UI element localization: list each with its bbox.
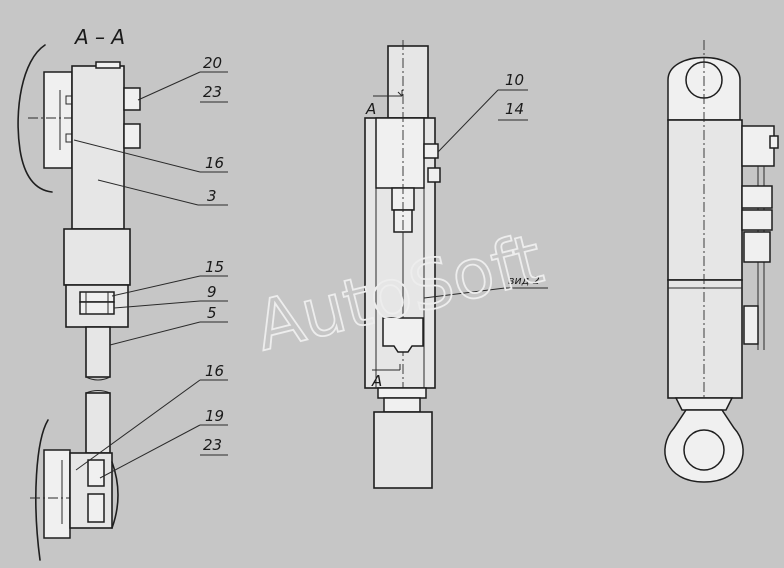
upper-bracket-plate — [43, 71, 73, 169]
top-cap-left — [95, 61, 121, 69]
leader-16-lower — [75, 379, 201, 471]
note-label: вид 2 — [508, 274, 540, 287]
callout-23-lower: 23 — [203, 436, 222, 454]
leader-15 — [111, 275, 201, 297]
leader-3 — [97, 179, 199, 206]
leader-16-upper — [73, 139, 201, 173]
seal-ring-9 — [79, 301, 115, 315]
callout-9: 9 — [207, 283, 217, 301]
callout-3: 3 — [207, 187, 217, 205]
valve-block-middle — [375, 117, 425, 189]
callout-23-upper: 23 — [203, 83, 222, 101]
side-view — [664, 40, 779, 483]
gland-cap-middle — [377, 387, 427, 399]
section-a-a-view: A – A — [17, 25, 228, 561]
pipe-clamp-right — [743, 305, 759, 345]
pipe-fitting-lower-right — [743, 231, 771, 263]
section-title: A – A — [73, 25, 125, 49]
lower-fitting-19 — [87, 459, 105, 487]
leader-10 — [437, 89, 499, 153]
callout-16-upper: 16 — [205, 154, 224, 172]
rod-housing-right — [667, 279, 743, 399]
gland-ring-middle — [383, 397, 421, 413]
top-rod-middle — [387, 45, 429, 119]
cylinder-body-left — [71, 65, 125, 230]
callout-20: 20 — [203, 54, 222, 72]
front-view: A A 10 14 вид 2 — [364, 40, 548, 489]
pipe-fitting-mid-right — [741, 209, 773, 231]
callout-15: 15 — [205, 258, 224, 276]
cylinder-body-right — [667, 119, 743, 281]
leader-note — [423, 287, 506, 299]
lower-bracket-plate — [43, 449, 71, 539]
lower-bracket-arc — [35, 419, 49, 561]
lower-eye-curve — [111, 461, 119, 529]
upper-bracket-arc — [17, 44, 53, 193]
callout-14: 14 — [505, 100, 524, 118]
leader-20 — [137, 71, 201, 101]
seal-ring-15 — [79, 291, 115, 303]
fitting-10 — [423, 143, 439, 159]
bottom-neck-right — [674, 397, 734, 411]
valve-cap-right — [769, 135, 779, 149]
fitting-upper-left — [123, 87, 141, 111]
valve-block-right — [741, 125, 775, 167]
pipe-fitting-upper-right — [741, 185, 773, 209]
bottom-eye-hole — [683, 429, 725, 471]
piston-rod-lower — [85, 392, 111, 454]
leader-5 — [109, 321, 201, 346]
lower-fitting-b — [87, 493, 105, 523]
callout-19: 19 — [205, 407, 224, 425]
callout-10: 10 — [505, 71, 524, 89]
rod-end-middle — [373, 411, 433, 489]
section-mark-upper: A — [365, 100, 376, 118]
callout-5: 5 — [207, 304, 217, 322]
section-mark-lower: A — [371, 372, 382, 390]
rod-break-upper — [85, 376, 111, 381]
gland-nut-left — [63, 228, 131, 286]
callout-16-lower: 16 — [205, 362, 224, 380]
fitting-lower-left — [123, 123, 141, 149]
leader-19 — [99, 424, 201, 479]
leader-9 — [113, 300, 201, 309]
inner-bracket-middle — [382, 317, 424, 353]
fitting-14 — [427, 167, 441, 183]
piston-rod-upper — [85, 326, 111, 378]
